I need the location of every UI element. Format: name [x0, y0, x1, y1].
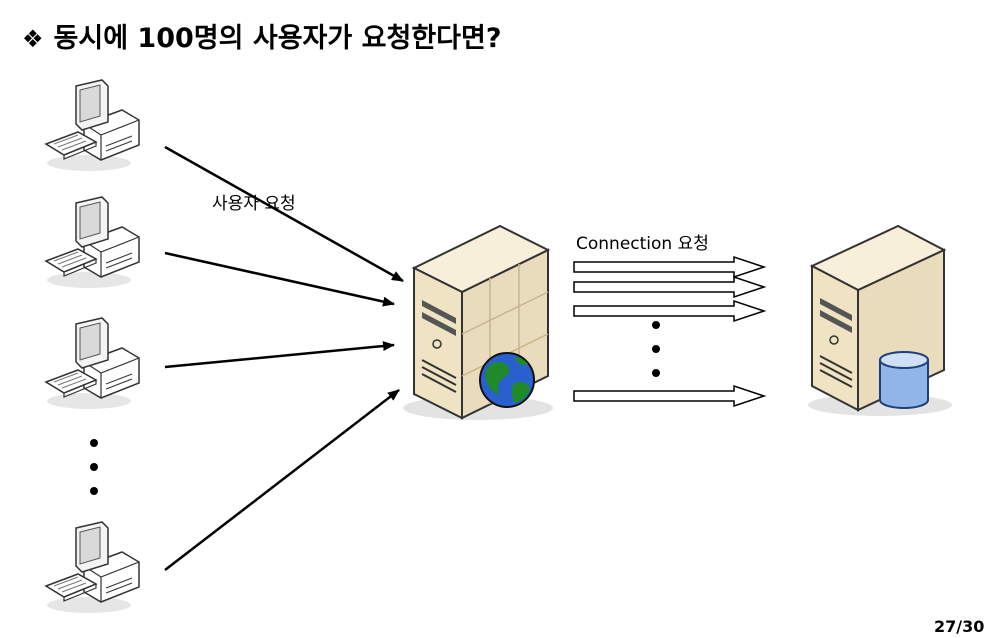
- client-computer-icon-1: [45, 79, 140, 172]
- request-arrow-2: [164, 251, 395, 307]
- page-number: 27/30: [934, 617, 984, 636]
- connection-request-label: Connection 요청: [576, 234, 709, 254]
- title-bullet: ❖: [22, 25, 44, 53]
- user-request-label: 사용자 요청: [212, 194, 296, 214]
- request-arrows: [164, 145, 404, 571]
- connection-arrow-4: [573, 384, 767, 408]
- connection-arrows: [573, 255, 767, 408]
- database-cylinder-icon: [879, 351, 929, 409]
- connection-arrow-2: [573, 275, 767, 299]
- request-arrow-3: [164, 341, 395, 369]
- connection-ellipsis-dots: [652, 321, 660, 377]
- database-server-icon: [808, 224, 952, 416]
- web-server-icon: [403, 224, 553, 420]
- request-arrow-4: [164, 389, 400, 571]
- client-computer-icon-2: [45, 196, 140, 289]
- client-computer-icon-4: [45, 521, 140, 614]
- page-title: ❖ 동시에 100명의 사용자가 요청한다면?: [22, 16, 502, 55]
- connection-arrow-1: [573, 255, 767, 279]
- request-arrow-1: [164, 145, 404, 283]
- client-computer-icon-3: [45, 317, 140, 410]
- client-ellipsis-dots: [90, 439, 98, 495]
- title-text: 동시에 100명의 사용자가 요청한다면?: [53, 23, 502, 54]
- connection-arrow-3: [573, 299, 767, 323]
